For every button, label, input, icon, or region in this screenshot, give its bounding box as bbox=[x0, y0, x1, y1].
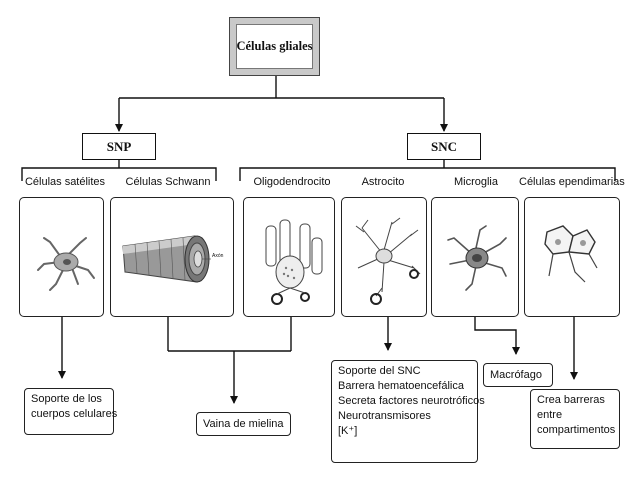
output-vaina-mielina: Vaina de mielina bbox=[196, 412, 291, 436]
card-satelites bbox=[19, 197, 104, 317]
astrocito-funcion-2: Barrera hematoencefálica bbox=[338, 380, 464, 392]
card-ependimarias bbox=[524, 197, 620, 317]
label-ependimarias: Células ependimarias bbox=[519, 176, 625, 188]
label-satelites: Células satélites bbox=[24, 176, 106, 188]
astrocito-funcion-3: Secreta factores neurotróficos bbox=[338, 395, 485, 407]
label-astrocito: Astrocito bbox=[361, 176, 405, 188]
astrocito-funcion-4: Neurotransmisores bbox=[338, 410, 431, 422]
output-astrocito-funciones: Soporte del SNC Barrera hematoencefálica… bbox=[331, 360, 485, 463]
card-schwann: Axón bbox=[110, 197, 234, 317]
schwann-cell-illustration bbox=[122, 235, 211, 283]
output-soporte-line-2: cuerpos celulares bbox=[31, 408, 118, 420]
output-soporte-cuerpos: Soporte de los cuerpos celulares bbox=[24, 388, 118, 435]
card-microglia bbox=[431, 197, 519, 317]
snp-box: SNP bbox=[82, 133, 156, 160]
diagram-title: Células gliales bbox=[236, 24, 313, 69]
label-oligodendrocito: Oligodendrocito bbox=[253, 176, 331, 188]
axon-label: Axón bbox=[212, 253, 224, 259]
snc-box: SNC bbox=[407, 133, 481, 160]
astrocito-funcion-1: Soporte del SNC bbox=[338, 365, 421, 377]
output-vaina-text: Vaina de mielina bbox=[203, 418, 284, 430]
output-macrofago-text: Macrófago bbox=[490, 369, 542, 381]
astrocyte-illustration bbox=[355, 217, 421, 305]
snc-label: SNC bbox=[430, 138, 457, 154]
output-soporte-line-1: Soporte de los bbox=[31, 393, 102, 405]
ependymal-cell-illustration bbox=[544, 225, 598, 283]
satellite-cell-illustration bbox=[37, 237, 95, 291]
output-barreras-line-3: compartimentos bbox=[537, 424, 616, 436]
label-microglia: Microglia bbox=[453, 176, 498, 188]
card-astrocito bbox=[341, 197, 427, 317]
card-oligodendrocito bbox=[243, 197, 335, 317]
output-barreras-line-2: entre bbox=[537, 409, 563, 421]
microglia-illustration bbox=[447, 225, 507, 291]
output-barreras: Crea barreras entre compartimentos bbox=[530, 389, 620, 449]
oligodendrocyte-illustration bbox=[265, 219, 323, 305]
title-box: Células gliales bbox=[229, 17, 320, 76]
label-schwann: Células Schwann bbox=[125, 176, 211, 188]
astrocito-funcion-5: [K⁺] bbox=[338, 425, 358, 437]
output-macrofago: Macrófago bbox=[483, 363, 553, 387]
snp-label: SNP bbox=[106, 138, 132, 154]
output-barreras-line-1: Crea barreras bbox=[537, 394, 605, 406]
